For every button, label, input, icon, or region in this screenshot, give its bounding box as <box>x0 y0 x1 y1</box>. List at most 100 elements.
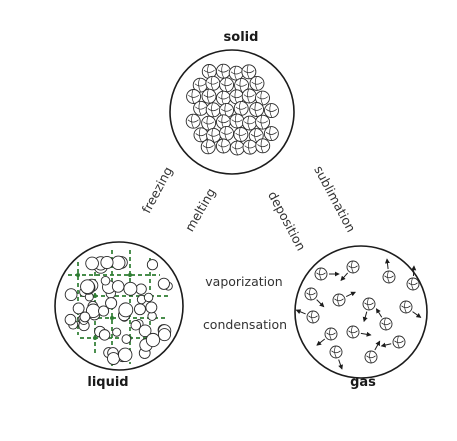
solid-particle <box>233 127 249 142</box>
liquid-particle <box>111 255 126 270</box>
solid-particle <box>249 102 265 117</box>
liquid-label: liquid <box>87 375 128 390</box>
motion-arrow <box>338 359 343 370</box>
gas-particle <box>382 270 396 284</box>
solid-particle <box>241 88 257 104</box>
solid-particle <box>219 125 235 141</box>
solid-particle <box>255 138 271 154</box>
motion-arrow <box>412 311 422 318</box>
solid-particle <box>192 77 208 93</box>
solid-particle <box>229 140 245 156</box>
gas-label: gas <box>350 375 376 390</box>
liquid-circle <box>54 241 184 371</box>
gas-particle <box>406 277 420 291</box>
solid-particle <box>185 113 201 129</box>
liquid-particle <box>111 280 125 293</box>
sublimation-label: sublimation <box>311 163 359 235</box>
vaporization-label: vaporization <box>205 274 282 289</box>
liquid-particle <box>118 302 134 318</box>
solid-particle <box>216 90 231 106</box>
liquid-particle <box>98 329 111 341</box>
gas-particle <box>304 287 318 301</box>
motion-arrow <box>316 299 325 308</box>
liquid-particle <box>98 305 110 317</box>
liquid-state: liquid <box>54 241 184 390</box>
solid-particle <box>193 127 209 143</box>
solid-state: solid <box>169 30 295 175</box>
liquid-particle <box>146 259 159 271</box>
solid-particles <box>185 63 279 156</box>
gas-particle <box>314 267 328 281</box>
liquid-particle <box>134 303 146 316</box>
motion-arrow <box>411 265 417 277</box>
liquid-particle <box>143 292 154 303</box>
solid-particle <box>242 139 258 155</box>
solid-particle <box>193 100 209 116</box>
solid-particle <box>255 114 271 130</box>
solid-particle <box>263 126 279 142</box>
solid-circle <box>169 49 295 175</box>
liquid-particle <box>130 320 142 331</box>
motion-arrow <box>380 342 392 348</box>
liquid-particle <box>79 311 91 323</box>
liquid-particle <box>80 279 95 295</box>
solid-particle <box>229 113 245 129</box>
condensation-label: condensation <box>203 317 287 332</box>
solid-particle <box>205 102 221 118</box>
liquid-particle <box>107 352 120 365</box>
liquid-particle <box>85 256 99 271</box>
liquid-particles <box>64 255 173 365</box>
gas-circle <box>294 245 428 379</box>
gas-particle <box>399 300 413 314</box>
liquid-particle <box>138 324 152 338</box>
liquid-particle <box>123 281 138 296</box>
solid-particle <box>264 103 279 119</box>
gas-particle <box>329 345 343 359</box>
liquid-particle <box>145 301 158 314</box>
liquid-particle <box>100 275 111 286</box>
solid-particle <box>242 115 258 131</box>
motion-arrow <box>384 258 390 270</box>
gas-particle <box>346 325 360 339</box>
motion-arrow <box>295 309 306 315</box>
gas-state: gas <box>294 245 428 390</box>
solid-particle <box>219 77 235 93</box>
solid-particle <box>241 64 257 80</box>
gas-particle <box>364 350 378 364</box>
motion-arrow <box>360 331 372 337</box>
motion-arrow <box>362 311 368 323</box>
gas-particle <box>379 317 393 331</box>
solid-particle <box>249 75 265 91</box>
deposition-label: deposition <box>265 189 309 254</box>
liquid-particle <box>100 255 114 270</box>
solid-particle <box>219 102 234 118</box>
solid-particle <box>206 127 222 143</box>
gas-particle <box>306 310 320 324</box>
gas-particle <box>362 297 376 311</box>
liquid-particle <box>64 313 77 326</box>
solid-particle <box>186 89 202 104</box>
liquid-particle <box>64 288 78 301</box>
liquid-particle <box>157 277 170 290</box>
gas-particle <box>324 327 338 341</box>
motion-arrow <box>345 291 356 297</box>
solid-particle <box>233 100 249 116</box>
liquid-particle <box>105 297 118 310</box>
liquid-particle <box>135 283 147 295</box>
motion-arrow <box>340 272 349 282</box>
motion-arrow <box>374 340 381 351</box>
gas-particles <box>295 258 422 370</box>
solid-particle <box>215 63 231 79</box>
solid-particle <box>200 139 216 155</box>
solid-particle <box>201 88 217 104</box>
freezing-label: freezing <box>139 164 176 216</box>
motion-arrow <box>316 338 326 346</box>
liquid-particle <box>157 328 171 342</box>
gas-particle <box>346 260 360 274</box>
gas-particle <box>332 293 346 307</box>
liquid-particle <box>72 302 85 315</box>
motion-arrow <box>375 308 383 318</box>
liquid-particle <box>145 332 161 348</box>
gas-particle <box>392 335 406 349</box>
